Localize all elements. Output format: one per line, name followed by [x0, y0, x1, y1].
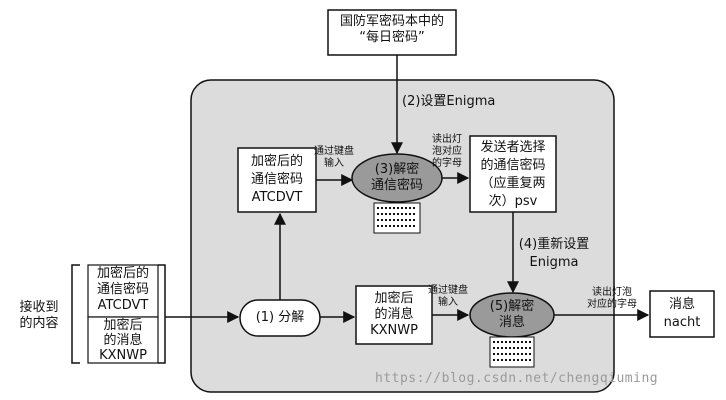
step2-label: (2)设置Enigma — [402, 94, 496, 109]
source-box-label: 国防军密码本中的 “每日密码” — [328, 14, 456, 45]
received-b2-line-3: KXNWP — [99, 348, 147, 363]
sender-code-label: 发送者选择 的通信密码 （应重复两 次）psv — [470, 139, 556, 211]
received-side-line-1: 接收到 — [19, 300, 59, 315]
decrypt-code-label: (3)解密 通信密码 — [352, 162, 442, 194]
enc-code-line-3: ATCDVT — [251, 190, 303, 205]
sender-line-2: 的通信密码 — [480, 158, 546, 173]
source-box — [327, 9, 457, 56]
sender-line-4: 次）psv — [488, 194, 538, 209]
enc-msg-line-1: 加密后 — [374, 291, 414, 306]
received-box-2 — [87, 316, 159, 364]
received-block-2: 加密后 的消息 KXNWP — [88, 318, 158, 363]
encrypted-message-label: 加密后 的消息 KXNWP — [356, 291, 432, 339]
received-side-label: 接收到 的内容 — [14, 300, 64, 331]
kb1-line-2: 输入 — [324, 158, 344, 169]
lamp1-line-3: 的字母 — [432, 158, 462, 169]
received-block-1: 加密后的 通信密码 ATCDVT — [88, 266, 158, 314]
lamp2-line-1: 读出灯泡 — [592, 287, 632, 298]
result-box — [649, 290, 715, 338]
keyboard-input-label-1: 通过键盘 输入 — [314, 146, 354, 170]
step5-line-2: 消息 — [498, 315, 525, 330]
received-b2-line-1: 加密后 — [103, 318, 143, 333]
keyboard-input-label-2: 通过键盘 输入 — [428, 285, 468, 309]
lamp1-line-2: 泡对应 — [432, 146, 462, 157]
lamp1-line-1: 读出灯 — [432, 134, 462, 145]
received-side-line-2: 的内容 — [19, 315, 59, 331]
lamp2-line-2: 对应的字母 — [587, 299, 637, 310]
step3-line-1: (3)解密 — [374, 162, 420, 177]
result-label: 消息 nacht — [650, 296, 714, 332]
source-line-2: “每日密码” — [359, 29, 425, 45]
received-right-bracket — [158, 264, 166, 364]
split-label: (1) 分解 — [255, 310, 305, 325]
encrypted-code-label: 加密后的 通信密码 ATCDVT — [238, 153, 316, 207]
sender-line-3: （应重复两 — [480, 176, 546, 191]
received-b1-line-1: 加密后的 — [96, 266, 149, 281]
enc-msg-line-3: KXNWP — [370, 323, 418, 338]
decrypt-message-label: (5)解密 消息 — [470, 299, 554, 331]
lamp-read-label-1: 读出灯 泡对应 的字母 — [426, 134, 468, 170]
source-line-1: 国防军密码本中的 — [339, 14, 444, 29]
enigma-machine-icon-1 — [373, 202, 421, 234]
step3-line-2: 通信密码 — [370, 178, 423, 193]
lamp-read-label-2: 读出灯泡 对应的字母 — [582, 287, 642, 311]
step4-line-2: Enigma — [529, 255, 579, 270]
watermark: https://blog.csdn.net/chengqiuming — [375, 371, 659, 386]
received-b2-line-2: 的消息 — [103, 333, 143, 348]
kb1-line-1: 通过键盘 — [314, 146, 354, 157]
sender-line-1: 发送者选择 — [480, 140, 546, 155]
step4-line-1: (4)重新设置 — [518, 237, 590, 252]
sender-code-box — [469, 135, 557, 213]
received-bracket — [71, 264, 80, 364]
step4-label: (4)重新设置 Enigma — [514, 236, 594, 272]
step5-line-1: (5)解密 — [489, 299, 535, 314]
received-b1-line-3: ATCDVT — [97, 298, 149, 313]
kb2-line-1: 通过键盘 — [428, 285, 468, 296]
encrypted-message-box — [355, 285, 433, 345]
kb2-line-2: 输入 — [438, 297, 458, 308]
enc-code-line-1: 加密后的 — [250, 154, 303, 169]
enigma-machine-icon-2 — [489, 336, 535, 368]
enc-msg-line-2: 的消息 — [374, 307, 414, 322]
result-line-2: nacht — [663, 315, 701, 330]
received-b1-line-2: 通信密码 — [96, 282, 149, 297]
enc-code-line-2: 通信密码 — [250, 172, 303, 187]
result-line-1: 消息 — [668, 297, 695, 312]
encrypted-code-box — [237, 147, 317, 213]
